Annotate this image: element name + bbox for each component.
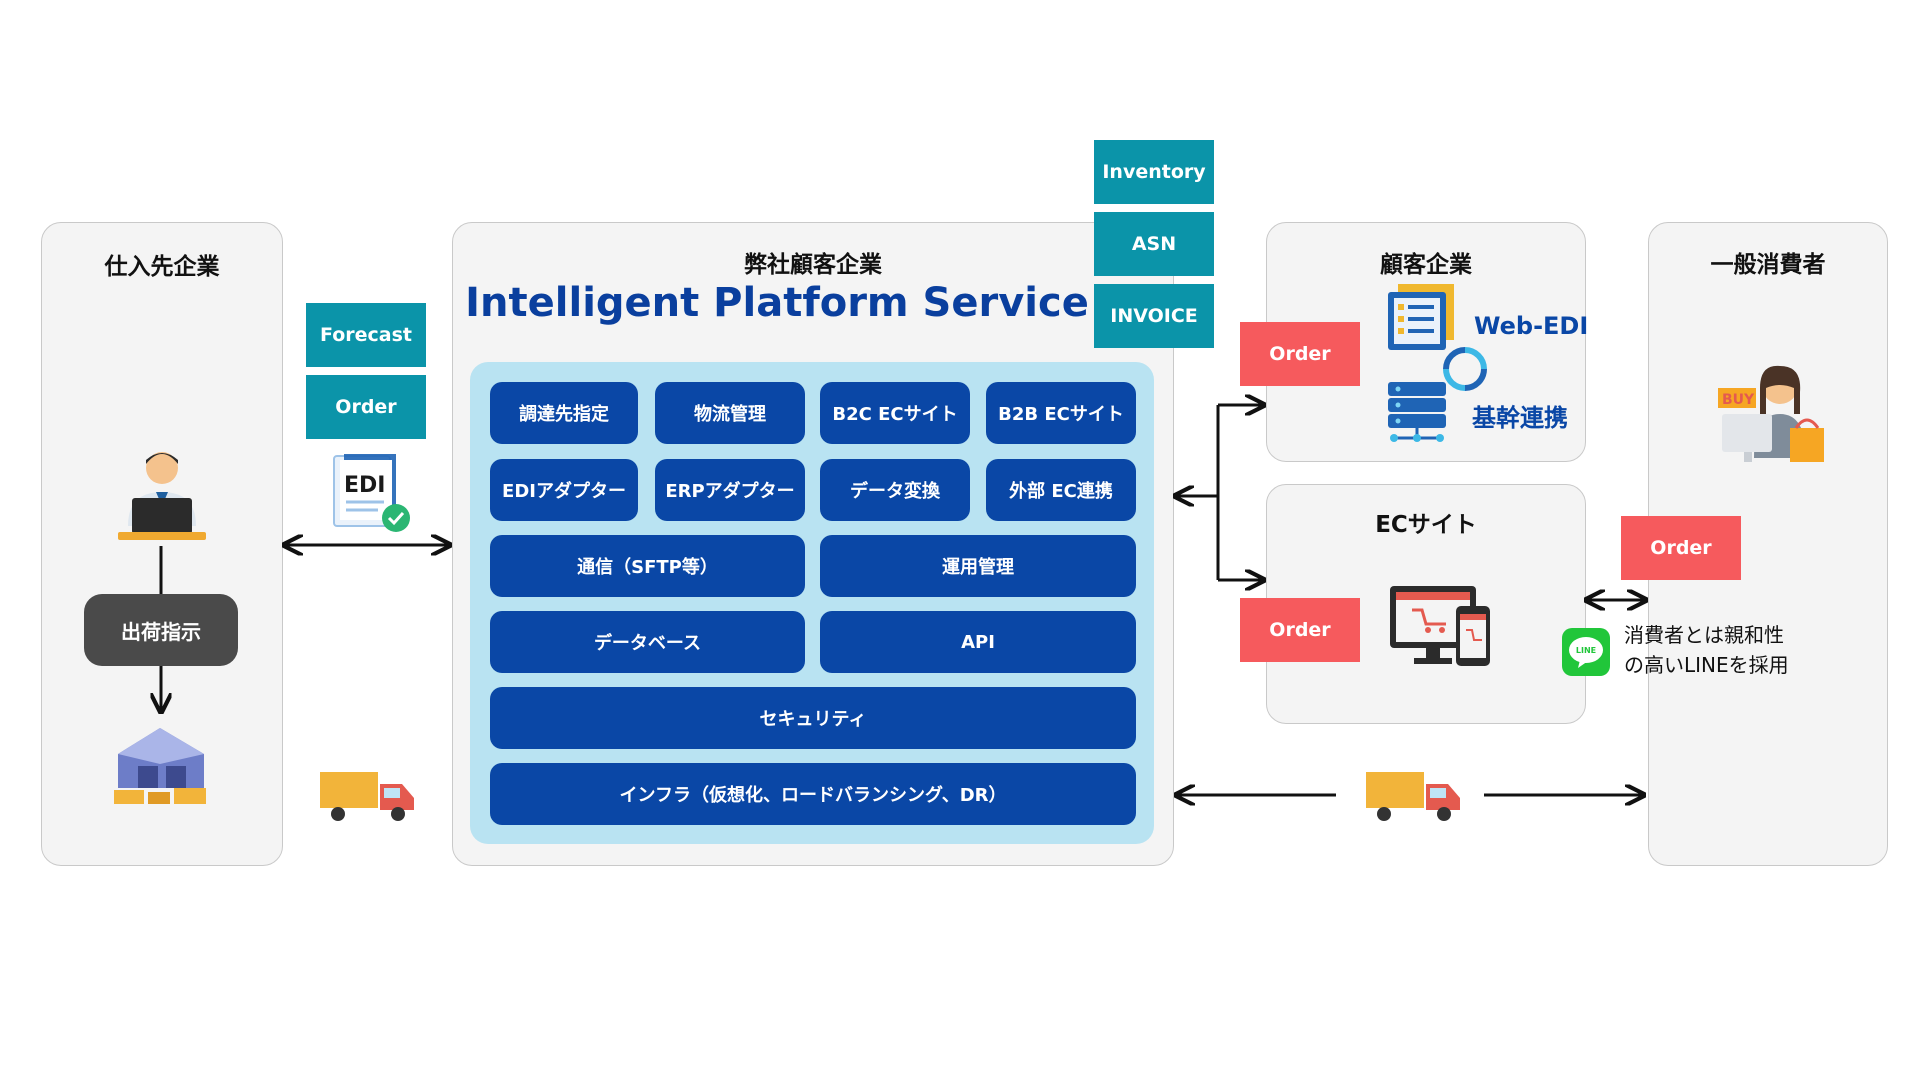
- core-link-label: 基幹連携: [1472, 404, 1568, 432]
- consumer-title: 一般消費者: [1710, 252, 1826, 278]
- consumer-order-tag: Order: [1621, 516, 1741, 580]
- sync-icon: [1443, 347, 1487, 391]
- invoice-tag: INVOICE: [1094, 284, 1214, 348]
- edi-text: EDI: [344, 473, 385, 498]
- ec-order-tag: Order: [1240, 598, 1360, 662]
- shopper-icon: BUY: [1718, 365, 1824, 462]
- worker-laptop-icon: [118, 452, 206, 540]
- module-operations: 運用管理: [820, 535, 1136, 597]
- truck-icon-delivery: [1366, 772, 1460, 821]
- company-title: 弊社顧客企業: [744, 252, 882, 278]
- customer-order-tag: Order: [1240, 322, 1360, 386]
- buy-sign-text: BUY: [1722, 392, 1755, 408]
- shipping-instruction-node: 出荷指示: [84, 594, 238, 666]
- inventory-tag: Inventory: [1094, 140, 1214, 204]
- line-app-icon: LINE: [1562, 628, 1610, 676]
- line-badge-text: LINE: [1576, 646, 1596, 655]
- module-data-conversion: データ変換: [820, 459, 970, 521]
- line-description-line1: 消費者とは親和性: [1624, 623, 1784, 647]
- platform-title: Intelligent Platform Service: [465, 280, 1089, 326]
- forecast-tag: Forecast: [306, 303, 426, 367]
- module-b2c-ec: B2C ECサイト: [820, 382, 970, 444]
- module-communication: 通信（SFTP等）: [490, 535, 805, 597]
- customer-title: 顧客企業: [1380, 252, 1472, 278]
- edi-document-icon: EDI: [333, 454, 410, 532]
- web-edi-checklist-icon: [1388, 284, 1454, 350]
- truck-icon-supplier: [320, 772, 414, 821]
- web-edi-label: Web-EDI: [1474, 312, 1589, 340]
- module-procurement: 調達先指定: [490, 382, 638, 444]
- module-edi-adapter: EDIアダプター: [490, 459, 638, 521]
- module-b2b-ec: B2B ECサイト: [986, 382, 1136, 444]
- supplier-title: 仕入先企業: [104, 254, 220, 280]
- module-database: データベース: [490, 611, 805, 673]
- supplier-order-tag: Order: [306, 375, 426, 439]
- asn-tag: ASN: [1094, 212, 1214, 276]
- ec-devices-icon: [1390, 586, 1490, 666]
- ec-site-title: ECサイト: [1375, 512, 1477, 538]
- module-api: API: [820, 611, 1136, 673]
- module-external-ec: 外部 EC連携: [986, 459, 1136, 521]
- module-infrastructure: インフラ（仮想化、ロードバランシング、DR）: [490, 763, 1136, 825]
- module-logistics: 物流管理: [655, 382, 805, 444]
- module-erp-adapter: ERPアダプター: [655, 459, 805, 521]
- module-security: セキュリティ: [490, 687, 1136, 749]
- warehouse-icon: [114, 728, 206, 804]
- line-description-line2: の高いLINEを採用: [1624, 653, 1789, 677]
- line-description: 消費者とは親和性 の高いLINEを採用: [1624, 620, 1789, 680]
- server-icon: [1388, 382, 1446, 442]
